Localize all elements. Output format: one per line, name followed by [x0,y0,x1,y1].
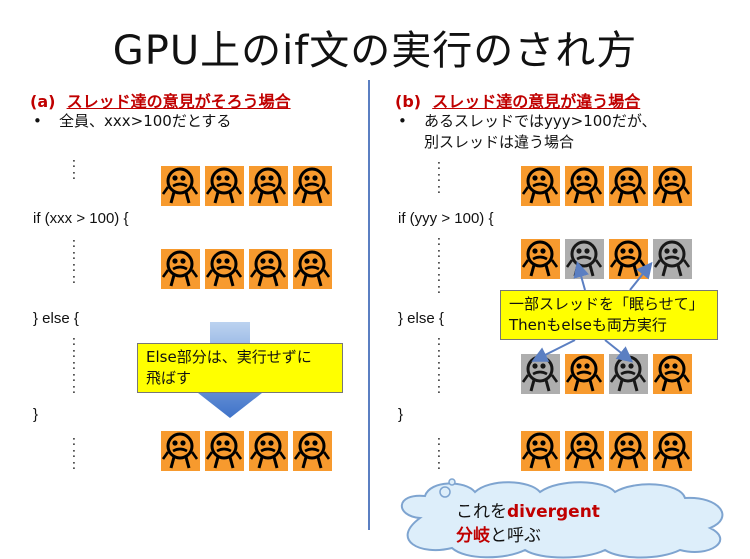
right-heading: (b) スレッド達の意見が違う場合 [395,88,640,112]
right-else-line: } else { [398,310,444,327]
active-thread-icon [520,165,561,207]
active-thread-icon [160,430,201,472]
left-thread-row-1 [160,165,333,207]
left-note-line2: 飛ばす [146,369,192,387]
right-heading-text: スレッド達の意見が違う場合 [432,92,641,111]
left-if-line: if (xxx > 100) { [33,210,129,227]
active-thread-icon [564,430,605,472]
active-thread-icon [652,430,693,472]
right-if-line: if (yyy > 100) { [398,210,494,227]
left-vdots-1: :: [71,156,77,183]
page-title: GPU上のif文の実行のされ方 [112,28,638,74]
active-thread-icon [248,165,289,207]
right-vdots-3: ::::: [436,334,442,397]
active-thread-icon [292,165,333,207]
active-thread-icon [204,165,245,207]
active-thread-icon [520,430,561,472]
cloud-line2-highlight: 分岐 [456,526,490,546]
right-close-line: } [398,406,404,423]
right-thread-row-1 [520,165,693,207]
active-thread-icon [204,430,245,472]
active-thread-icon [608,430,649,472]
active-thread-icon [652,165,693,207]
column-divider [368,80,370,530]
left-heading-text: スレッド達の意見がそろう場合 [66,92,291,111]
cloud-callout [400,478,724,559]
right-note-line1: 一部スレッドを「眠らせて」 [509,295,704,313]
right-vdots-2: ::::: [436,234,442,297]
right-vdots-1: ::: [436,158,442,197]
sleep-pointer-arrows [531,261,653,363]
active-thread-icon [292,430,333,472]
left-note: Else部分は、実行せずに 飛ばす [137,343,343,393]
left-heading: (a) スレッド達の意見がそろう場合 [30,88,291,112]
active-thread-icon [292,248,333,290]
active-thread-icon [160,165,201,207]
active-thread-icon [248,248,289,290]
right-note-line2: Thenもelseも両方実行 [509,316,667,334]
left-vdots-3: ::::: [71,334,77,397]
right-bullet-line1: あるスレッドではyyy>100だが、 [424,112,657,130]
left-heading-prefix: (a) [30,92,56,111]
active-thread-icon [204,248,245,290]
right-note: 一部スレッドを「眠らせて」 Thenもelseも両方実行 [500,290,718,340]
right-bullet-line2: 別スレッドは違う場合 [424,133,575,151]
cloud-text: これをdivergent 分岐と呼ぶ [456,500,600,548]
cloud-line1-prefix: これを [456,502,507,522]
left-thread-row-3 [160,430,333,472]
active-thread-icon [248,430,289,472]
left-close-line: } [33,406,39,423]
left-else-line: } else { [33,310,79,327]
left-bullet-text: 全員、xxx>100だとする [59,112,232,130]
cloud-line1-highlight: divergent [507,502,600,522]
active-thread-icon [160,248,201,290]
right-vdots-4: ::: [436,434,442,473]
left-bullet: •全員、xxx>100だとする [33,112,232,130]
right-bullet: •あるスレッドではyyy>100だが、 別スレッドは違う場合 [398,112,657,151]
left-note-line1: Else部分は、実行せずに [146,348,312,366]
left-vdots-2: :::: [71,236,77,287]
left-thread-row-2 [160,248,333,290]
left-vdots-4: ::: [71,434,77,473]
active-thread-icon [608,165,649,207]
cloud-line2-suffix: と呼ぶ [490,526,541,546]
right-heading-prefix: (b) [395,92,422,111]
active-thread-icon [564,165,605,207]
right-thread-row-4 [520,430,693,472]
